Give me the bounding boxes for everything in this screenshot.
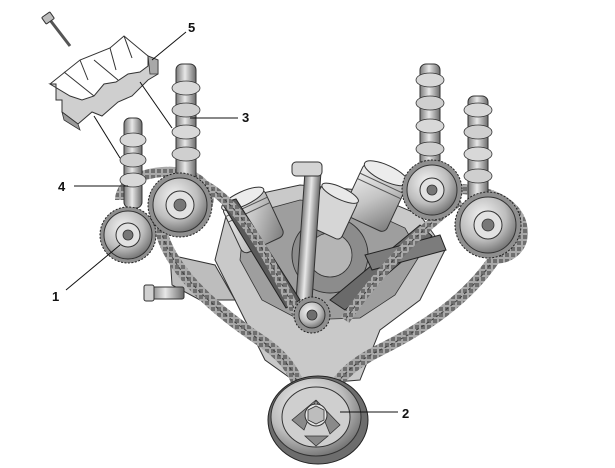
- leader-line-1: [65, 244, 121, 291]
- crankshaft-pulley: [267, 375, 369, 465]
- piston-right: [342, 160, 409, 232]
- leader-line-5c: [139, 81, 173, 129]
- sprocket-left-intake: [99, 206, 157, 264]
- camshaft-bearing-cap: [41, 11, 159, 131]
- callout-labels: 1 2 3 4 5: [52, 20, 409, 421]
- bearing-cap-bolt: [41, 11, 72, 47]
- callout-5: 5: [188, 20, 195, 35]
- sprocket-right-exhaust: [454, 191, 522, 259]
- callout-3: 3: [242, 110, 249, 125]
- camshaft-right-exhaust: [463, 95, 493, 209]
- timing-chain-left: [152, 178, 306, 401]
- callout-4: 4: [58, 179, 66, 194]
- sprocket-left-exhaust: [147, 172, 213, 238]
- camshaft-right-intake: [415, 63, 445, 185]
- leader-lines: [65, 31, 398, 413]
- callout-1: 1: [52, 289, 59, 304]
- leader-line-5: [151, 31, 187, 61]
- intermediate-shaft: [291, 161, 323, 319]
- camshaft-left-exhaust: [171, 63, 201, 183]
- callout-2: 2: [402, 406, 409, 421]
- crankshaft-sprocket: [293, 296, 331, 334]
- sprocket-right-intake: [401, 159, 463, 221]
- mounting-bolt: [143, 284, 185, 302]
- pistons: [221, 160, 409, 254]
- camshaft-left-intake: [119, 117, 147, 209]
- leader-line-5b: [93, 115, 121, 159]
